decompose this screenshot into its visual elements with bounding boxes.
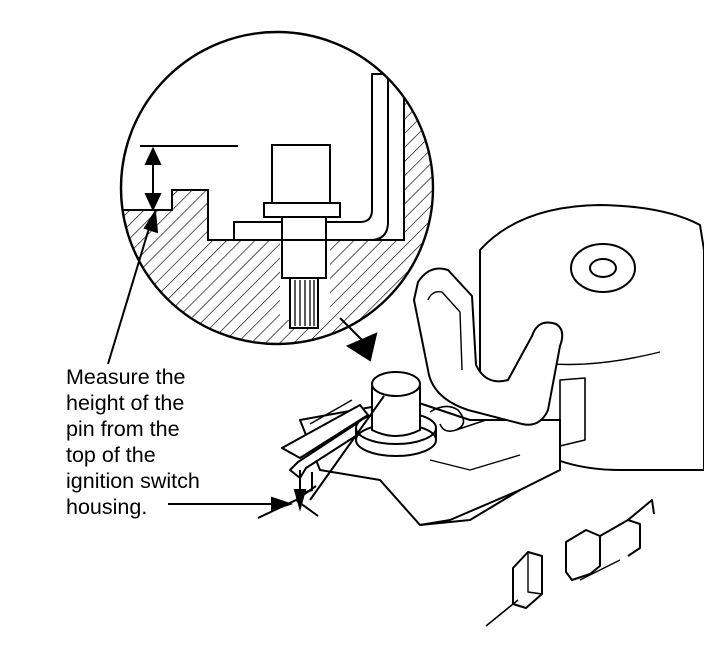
- leader-lines: [107, 208, 519, 627]
- bent-plate: [233, 73, 389, 241]
- callout-line: height of the: [66, 391, 185, 415]
- measurement-callout: Measure the height of the pin from the t…: [66, 364, 276, 520]
- housing-bracket: [413, 267, 564, 426]
- reference-x-icon: [257, 485, 319, 519]
- dimension-icon: [144, 146, 162, 212]
- magnified-detail: [119, 30, 435, 346]
- lower-tab-right: [565, 529, 601, 581]
- callout-line: pin from the: [66, 417, 180, 441]
- cylinder-boss-inner: [589, 258, 617, 278]
- switch-pin: [355, 371, 487, 457]
- callout-line: housing.: [66, 495, 148, 519]
- callout-line: ignition switch: [66, 469, 200, 493]
- pin-head: [271, 144, 331, 206]
- callout-line: Measure the: [66, 365, 186, 389]
- callout-line: top of the: [66, 443, 156, 467]
- connector-arm: [281, 404, 369, 459]
- callout-arrowhead-icon: [143, 208, 159, 234]
- pin-washer: [263, 202, 341, 218]
- housing-cross-section: [121, 59, 433, 344]
- leader-arrowhead-icon: [345, 332, 378, 362]
